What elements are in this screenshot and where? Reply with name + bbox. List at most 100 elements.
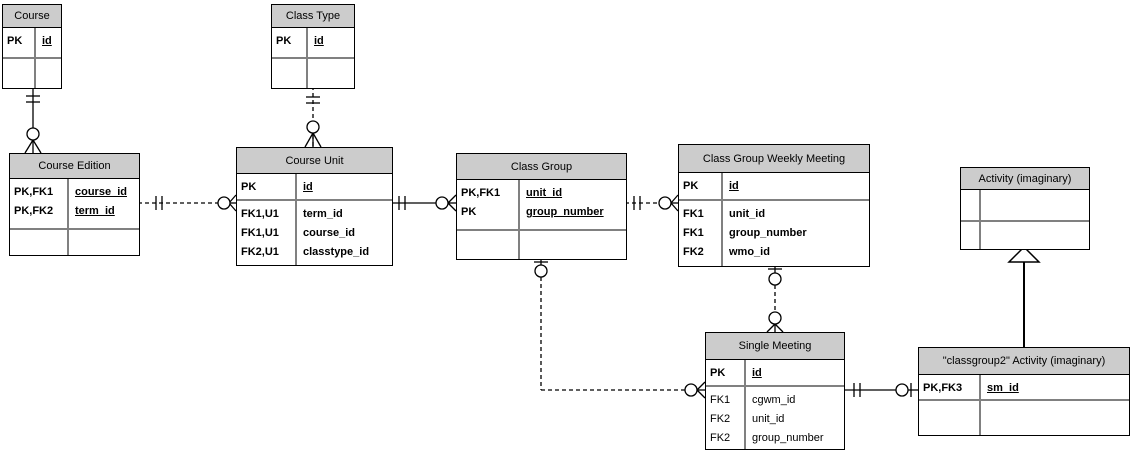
field-name: id <box>752 367 762 379</box>
field-name: course_id <box>303 227 355 239</box>
field-row: FK1 group_number <box>679 224 869 243</box>
entity-attr-rows <box>272 57 354 88</box>
field-row: FK1,U1 term_id <box>237 205 392 224</box>
field-name: group_number <box>526 206 604 218</box>
field-row: FK2 group_number <box>706 429 844 448</box>
entity-key-rows: PK id <box>237 174 392 199</box>
field-row: PK,FK1 unit_id <box>457 184 626 203</box>
field-name: term_id <box>303 208 343 220</box>
field-key-label: PK,FK1 <box>461 187 501 199</box>
connector-class-group--single-meeting <box>534 257 706 399</box>
field-key-label: FK1 <box>710 394 731 406</box>
field-key-label: PK <box>7 35 23 47</box>
entity-title: Class Group Weekly Meeting <box>679 145 869 173</box>
field-name: cgwm_id <box>752 394 796 406</box>
field-row: PK id <box>706 364 844 383</box>
field-key-label: PK <box>461 206 477 218</box>
connector-class-group--class-group-weekly-meeting <box>625 194 679 212</box>
entity-table-activity-imaginary: Activity (imaginary) <box>960 167 1090 250</box>
entity-key-rows: PK id <box>679 173 869 199</box>
entity-title: Course Unit <box>237 148 392 174</box>
connector-course--course-edition <box>24 86 42 154</box>
field-key-label: FK1 <box>683 227 704 239</box>
column-divider-line <box>67 179 69 255</box>
field-key-label: FK1,U1 <box>241 208 279 220</box>
field-row: PK id <box>272 32 354 51</box>
column-divider-line <box>34 28 36 88</box>
field-name: classtype_id <box>303 246 370 258</box>
field-row: PK id <box>3 32 61 51</box>
field-key-label: PK <box>683 180 699 192</box>
field-name: unit_id <box>526 187 563 199</box>
field-name: course_id <box>75 186 127 198</box>
field-row: PK,FK3 sm_id <box>919 379 1129 398</box>
column-divider-line <box>979 375 981 435</box>
field-row: FK1 cgwm_id <box>706 391 844 410</box>
field-name: id <box>729 180 739 192</box>
entity-title: Course Edition <box>10 154 139 179</box>
field-name: unit_id <box>752 413 785 425</box>
field-row: PK id <box>237 178 392 197</box>
field-row: PK group_number <box>457 203 626 222</box>
entity-body: PK id <box>272 28 354 88</box>
entity-title: Class Group <box>457 154 626 180</box>
field-key-label: PK,FK1 <box>14 186 54 198</box>
entity-attr-rows <box>3 57 61 88</box>
entity-attr-rows <box>961 220 1089 249</box>
field-name: group_number <box>729 227 807 239</box>
entity-body: PK,FK3 sm_id <box>919 375 1129 435</box>
field-name: id <box>303 181 313 193</box>
field-key-label: FK2 <box>683 246 704 258</box>
column-divider-line <box>744 360 746 449</box>
column-divider-line <box>721 173 723 266</box>
field-name: term_id <box>75 205 115 217</box>
field-key-label: FK1,U1 <box>241 227 279 239</box>
field-name: id <box>42 35 52 47</box>
connector-classgroup2-activity--activity-inheritance <box>1007 245 1041 347</box>
field-name: group_number <box>752 432 824 444</box>
field-row: PK id <box>679 177 869 196</box>
field-key-label: FK2,U1 <box>241 246 279 258</box>
entity-attr-rows <box>457 229 626 259</box>
connector-class-group-weekly-meeting--single-meeting <box>766 264 784 333</box>
entity-title: Course <box>3 5 61 28</box>
connector-course-edition--course-unit <box>138 194 237 212</box>
field-key-label: PK <box>710 367 726 379</box>
field-key-label: PK <box>241 181 257 193</box>
connector-class-type--course-unit <box>304 86 322 148</box>
field-name: sm_id <box>987 382 1019 394</box>
entity-key-rows: PK,FK3 sm_id <box>919 375 1129 399</box>
entity-attr-rows <box>919 399 1129 435</box>
field-row: FK1,U1 course_id <box>237 224 392 243</box>
entity-key-rows: PK id <box>272 28 354 57</box>
entity-title: "classgroup2" Activity (imaginary) <box>919 348 1129 375</box>
entity-key-rows: PK id <box>3 28 61 57</box>
field-key-label: FK2 <box>710 432 731 444</box>
field-name: wmo_id <box>729 246 770 258</box>
field-row: FK2,U1 classtype_id <box>237 243 392 262</box>
field-name: id <box>314 35 324 47</box>
entity-title: Activity (imaginary) <box>961 168 1089 190</box>
entity-key-rows: PK id <box>706 360 844 385</box>
entity-title: Single Meeting <box>706 333 844 360</box>
column-divider-line <box>979 190 981 249</box>
entity-body <box>961 190 1089 249</box>
field-key-label: PK <box>276 35 292 47</box>
field-key-label: PK,FK3 <box>923 382 963 394</box>
